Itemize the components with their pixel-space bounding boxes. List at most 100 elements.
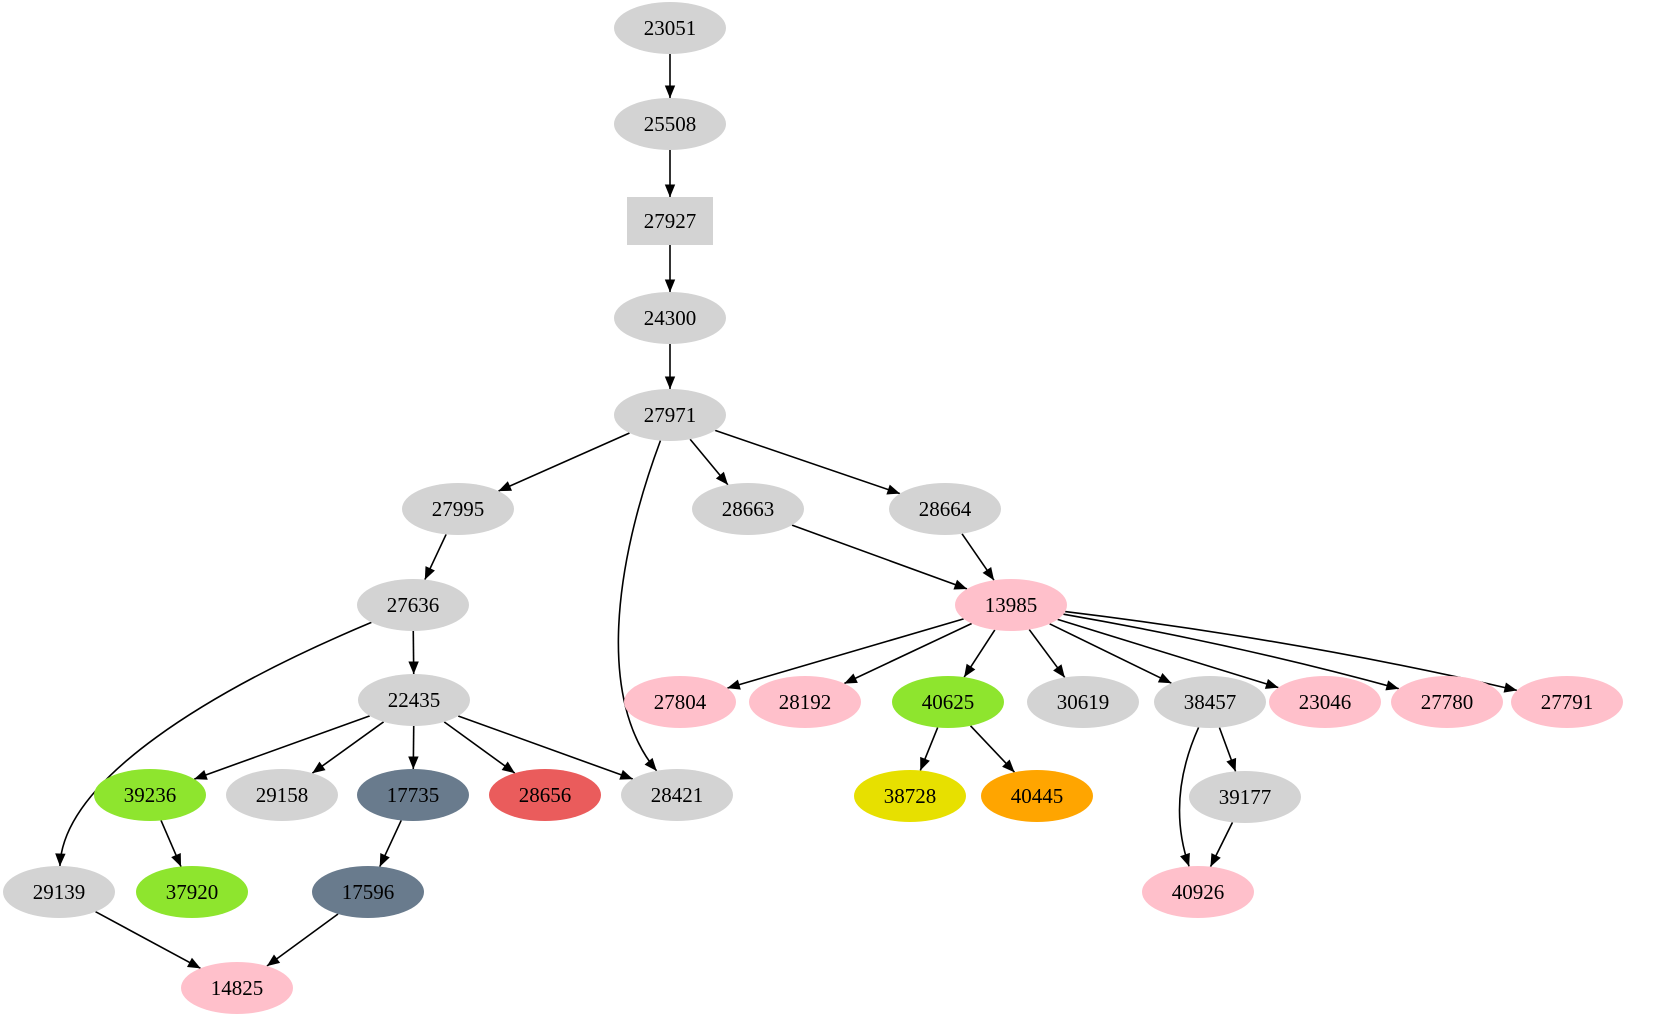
node-ellipse-shape bbox=[892, 676, 1004, 728]
node-label: 27971 bbox=[644, 403, 697, 427]
node-label: 27636 bbox=[387, 593, 440, 617]
node-22435: 22435 bbox=[358, 674, 470, 726]
node-ellipse-shape bbox=[889, 483, 1001, 535]
edge-29139-14825 bbox=[95, 910, 201, 970]
node-23046: 23046 bbox=[1269, 676, 1381, 728]
node-ellipse-shape bbox=[94, 769, 206, 821]
node-label: 27804 bbox=[654, 690, 707, 714]
edge-38457-40926 bbox=[1178, 727, 1200, 867]
node-27780: 27780 bbox=[1391, 676, 1503, 728]
node-29158: 29158 bbox=[226, 769, 338, 821]
edge-13985-23046 bbox=[1057, 618, 1279, 689]
node-28192: 28192 bbox=[749, 676, 861, 728]
node-ellipse-shape bbox=[489, 769, 601, 821]
node-label: 38457 bbox=[1184, 690, 1237, 714]
node-ellipse-shape bbox=[226, 769, 338, 821]
node-ellipse-shape bbox=[1269, 676, 1381, 728]
node-28656: 28656 bbox=[489, 769, 601, 821]
node-ellipse-shape bbox=[614, 98, 726, 150]
node-label: 23046 bbox=[1299, 690, 1352, 714]
node-27927: 27927 bbox=[627, 197, 713, 245]
node-layer: 23051 25508 27927 24300 27971 27995 28663 28664… bbox=[3, 2, 1623, 1014]
edge-39177-40926 bbox=[1209, 821, 1234, 868]
node-label: 27780 bbox=[1421, 690, 1474, 714]
node-label: 28656 bbox=[519, 783, 572, 807]
node-ellipse-shape bbox=[1189, 771, 1301, 823]
node-27995: 27995 bbox=[402, 483, 514, 535]
node-label: 23051 bbox=[644, 16, 697, 40]
node-box-shape bbox=[627, 197, 713, 245]
edge-13985-27780 bbox=[1063, 613, 1400, 691]
edge-27971-28664 bbox=[714, 429, 901, 495]
node-ellipse-shape bbox=[1391, 676, 1503, 728]
node-ellipse-shape bbox=[955, 579, 1067, 631]
edge-13985-30619 bbox=[1028, 629, 1066, 678]
edge-39236-37920 bbox=[160, 820, 182, 867]
node-ellipse-shape bbox=[3, 866, 115, 918]
node-label: 29158 bbox=[256, 783, 309, 807]
node-ellipse-shape bbox=[621, 769, 733, 821]
node-label: 27995 bbox=[432, 497, 485, 521]
edge-13985-38457 bbox=[1049, 623, 1172, 684]
node-30619: 30619 bbox=[1027, 676, 1139, 728]
node-38457: 38457 bbox=[1154, 676, 1266, 728]
node-label: 28664 bbox=[919, 497, 972, 521]
edge-17735-17596 bbox=[379, 820, 402, 867]
node-ellipse-shape bbox=[1027, 676, 1139, 728]
node-28421: 28421 bbox=[621, 769, 733, 821]
node-label: 28192 bbox=[779, 690, 832, 714]
edge-22435-39236 bbox=[193, 715, 371, 780]
node-ellipse-shape bbox=[312, 866, 424, 918]
node-27636: 27636 bbox=[357, 579, 469, 631]
node-ellipse-shape bbox=[749, 676, 861, 728]
node-ellipse-shape bbox=[136, 866, 248, 918]
node-ellipse-shape bbox=[1511, 676, 1623, 728]
node-label: 24300 bbox=[644, 306, 697, 330]
node-label: 25508 bbox=[644, 112, 697, 136]
node-label: 27791 bbox=[1541, 690, 1594, 714]
node-ellipse-shape bbox=[357, 769, 469, 821]
node-23051: 23051 bbox=[614, 2, 726, 54]
node-39236: 39236 bbox=[94, 769, 206, 821]
node-17735: 17735 bbox=[357, 769, 469, 821]
node-25508: 25508 bbox=[614, 98, 726, 150]
node-38728: 38728 bbox=[854, 770, 966, 822]
node-29139: 29139 bbox=[3, 866, 115, 918]
node-28663: 28663 bbox=[692, 483, 804, 535]
edge-22435-28421 bbox=[457, 715, 634, 780]
node-label: 30619 bbox=[1057, 690, 1110, 714]
edge-13985-40625 bbox=[963, 629, 996, 678]
node-37920: 37920 bbox=[136, 866, 248, 918]
node-ellipse-shape bbox=[854, 770, 966, 822]
node-ellipse-shape bbox=[181, 962, 293, 1014]
node-label: 17735 bbox=[387, 783, 440, 807]
node-label: 40445 bbox=[1011, 784, 1064, 808]
node-27971: 27971 bbox=[614, 389, 726, 441]
edge-17596-14825 bbox=[266, 913, 339, 967]
node-14825: 14825 bbox=[181, 962, 293, 1014]
node-label: 40625 bbox=[922, 690, 975, 714]
node-27804: 27804 bbox=[624, 676, 736, 728]
node-label: 38728 bbox=[884, 784, 937, 808]
node-ellipse-shape bbox=[358, 674, 470, 726]
edge-13985-28192 bbox=[843, 622, 973, 685]
edge-22435-29158 bbox=[311, 721, 385, 774]
edge-38457-39177 bbox=[1218, 727, 1237, 772]
edge-layer bbox=[55, 54, 1518, 970]
edge-27995-27636 bbox=[424, 534, 447, 580]
node-label: 39177 bbox=[1219, 785, 1272, 809]
node-40445: 40445 bbox=[981, 770, 1093, 822]
node-label: 28663 bbox=[722, 497, 775, 521]
node-ellipse-shape bbox=[357, 579, 469, 631]
node-ellipse-shape bbox=[1142, 866, 1254, 918]
edge-27971-28663 bbox=[689, 438, 729, 486]
node-ellipse-shape bbox=[692, 483, 804, 535]
node-39177: 39177 bbox=[1189, 771, 1301, 823]
node-label: 27927 bbox=[644, 209, 697, 233]
node-label: 22435 bbox=[388, 688, 441, 712]
node-27791: 27791 bbox=[1511, 676, 1623, 728]
node-40625: 40625 bbox=[892, 676, 1004, 728]
edge-27636-29139 bbox=[55, 621, 372, 867]
node-ellipse-shape bbox=[614, 2, 726, 54]
